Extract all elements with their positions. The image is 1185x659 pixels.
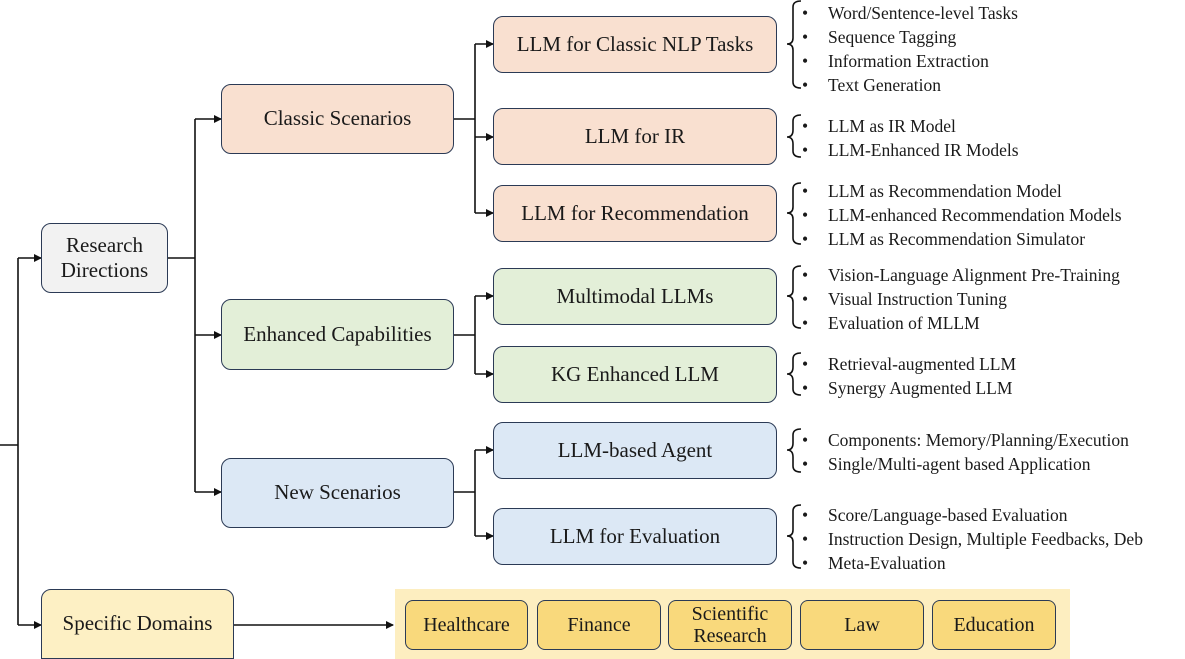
classic-scenarios-node: Classic Scenarios xyxy=(221,84,454,154)
list-item: Information Extraction xyxy=(802,49,1018,73)
list-item: LLM-Enhanced IR Models xyxy=(802,138,1019,162)
list-item: LLM as Recommendation Simulator xyxy=(802,227,1122,251)
domain-education: Education xyxy=(932,600,1056,650)
domain-healthcare: Healthcare xyxy=(405,600,528,650)
ir-list: LLM as IR Model LLM-Enhanced IR Models xyxy=(802,114,1019,162)
list-item: LLM as Recommendation Model xyxy=(802,179,1122,203)
recommendation-list: LLM as Recommendation Model LLM-enhanced… xyxy=(802,179,1122,251)
list-item: Components: Memory/Planning/Execution xyxy=(802,428,1129,452)
domain-finance: Finance xyxy=(537,600,661,650)
list-item: LLM as IR Model xyxy=(802,114,1019,138)
domain-scientific-research: Scientific Research xyxy=(668,600,792,650)
kg-list: Retrieval-augmented LLM Synergy Augmente… xyxy=(802,352,1016,400)
llm-recommendation-node: LLM for Recommendation xyxy=(493,185,777,242)
multimodal-llms-node: Multimodal LLMs xyxy=(493,268,777,325)
list-item: Single/Multi-agent based Application xyxy=(802,452,1129,476)
list-item: LLM-enhanced Recommendation Models xyxy=(802,203,1122,227)
enhanced-capabilities-node: Enhanced Capabilities xyxy=(221,299,454,370)
evaluation-list: Score/Language-based Evaluation Instruct… xyxy=(802,503,1143,575)
multimodal-list: Vision-Language Alignment Pre-Training V… xyxy=(802,263,1120,335)
list-item: Retrieval-augmented LLM xyxy=(802,352,1016,376)
domain-law: Law xyxy=(800,600,924,650)
llm-evaluation-node: LLM for Evaluation xyxy=(493,508,777,565)
list-item: Visual Instruction Tuning xyxy=(802,287,1120,311)
list-item: Evaluation of MLLM xyxy=(802,311,1120,335)
list-item: Score/Language-based Evaluation xyxy=(802,503,1143,527)
llm-classic-nlp-node: LLM for Classic NLP Tasks xyxy=(493,16,777,73)
agent-list: Components: Memory/Planning/Execution Si… xyxy=(802,428,1129,476)
list-item: Vision-Language Alignment Pre-Training xyxy=(802,263,1120,287)
list-item: Word/Sentence-level Tasks xyxy=(802,1,1018,25)
list-item: Sequence Tagging xyxy=(802,25,1018,49)
specific-domains-node: Specific Domains xyxy=(41,589,234,659)
list-item: Synergy Augmented LLM xyxy=(802,376,1016,400)
list-item: Text Generation xyxy=(802,73,1018,97)
research-directions-node: Research Directions xyxy=(41,223,168,293)
new-scenarios-node: New Scenarios xyxy=(221,458,454,528)
nlp-task-list: Word/Sentence-level Tasks Sequence Taggi… xyxy=(802,1,1018,97)
llm-ir-node: LLM for IR xyxy=(493,108,777,165)
llm-based-agent-node: LLM-based Agent xyxy=(493,422,777,479)
list-item: Instruction Design, Multiple Feedbacks, … xyxy=(802,527,1143,551)
kg-enhanced-llm-node: KG Enhanced LLM xyxy=(493,346,777,403)
list-item: Meta-Evaluation xyxy=(802,551,1143,575)
